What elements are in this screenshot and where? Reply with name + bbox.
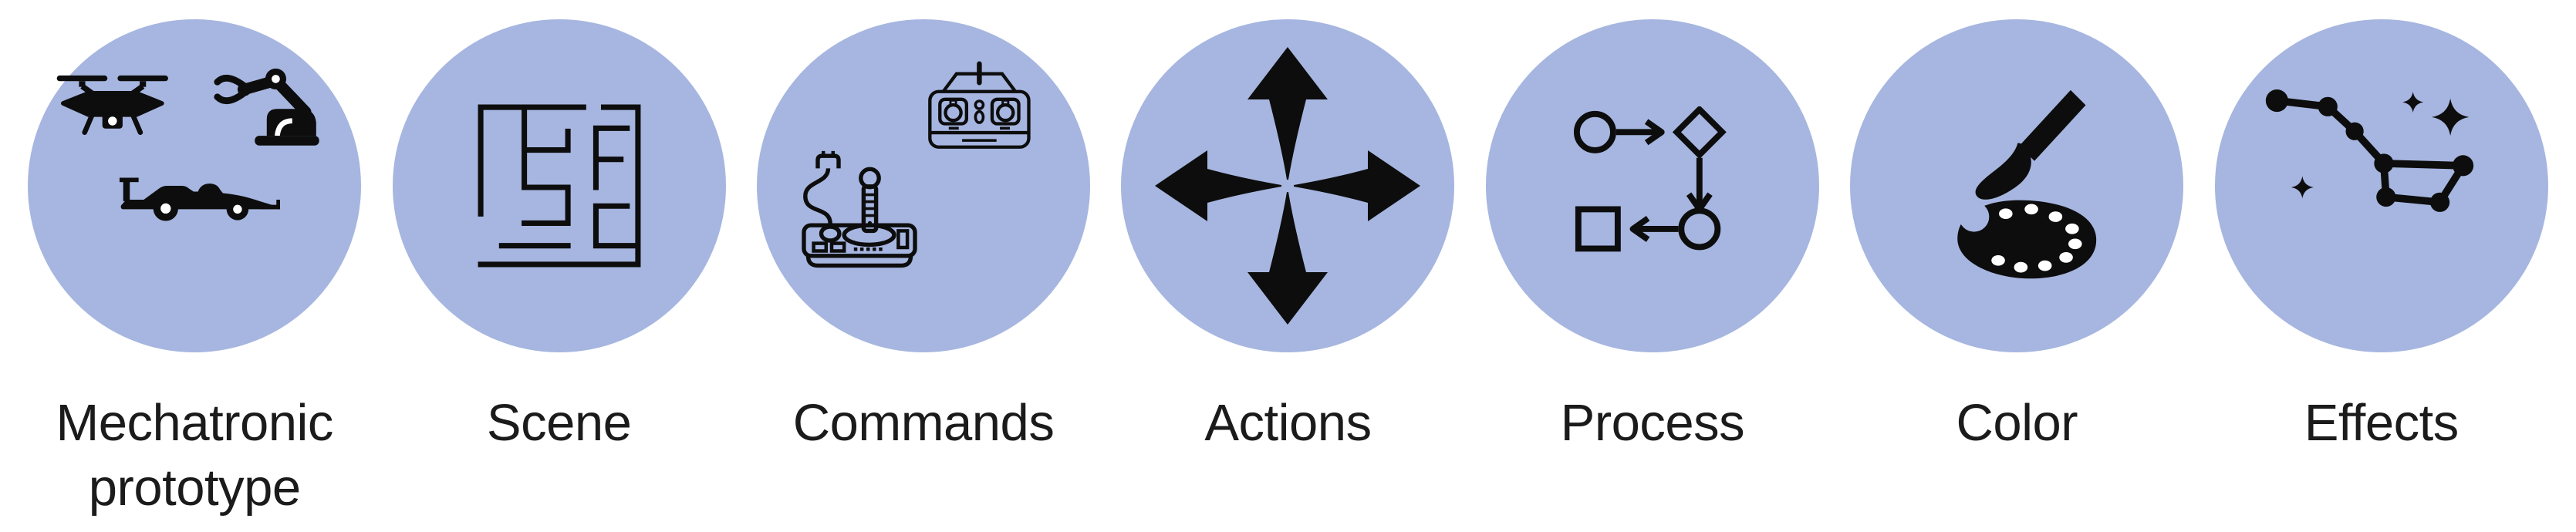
maze-icon xyxy=(478,104,641,268)
robot-arm-icon xyxy=(214,68,319,146)
rc-controller-icon xyxy=(928,61,1031,149)
step-label: Color xyxy=(1956,394,2078,452)
flowchart-icon xyxy=(1573,106,1727,252)
sparkle-small-left xyxy=(2291,176,2314,199)
process-circle xyxy=(1485,19,1819,352)
mechatronic-icons xyxy=(56,68,319,221)
drone-icon xyxy=(56,75,169,135)
step-label: Scene xyxy=(486,394,632,452)
arrow-right xyxy=(1294,150,1421,221)
palette-brush-icon xyxy=(1957,89,2096,279)
step-scene: Scene xyxy=(376,0,741,532)
step-process: Process xyxy=(1470,0,1835,532)
step-label: Process xyxy=(1560,394,1745,452)
commands-icons xyxy=(802,61,1031,268)
sparkles-icon xyxy=(2291,91,2470,199)
sparkle-large xyxy=(2431,98,2470,136)
palette-thumb-hole xyxy=(1959,201,1990,232)
color-circle xyxy=(1850,19,2184,352)
step-label: Commands xyxy=(792,394,1055,452)
flow-start-circle xyxy=(1573,110,1616,153)
arrow-down xyxy=(1247,192,1329,325)
paint-palette-icon xyxy=(1957,200,2096,279)
step-mechatronic-prototype: Mechatronic prototype xyxy=(12,0,376,532)
effects-circle xyxy=(2214,19,2548,352)
flow-end-circle xyxy=(1678,207,1721,251)
sparkle-small-top xyxy=(2402,91,2423,113)
constellation-icon xyxy=(2265,89,2473,212)
race-car-icon xyxy=(120,177,281,221)
step-label: Mechatronic prototype xyxy=(56,394,333,517)
paintbrush-icon xyxy=(1975,89,2086,200)
arrow-left xyxy=(1155,150,1282,221)
step-actions: Actions xyxy=(1106,0,1470,532)
four-direction-arrows-icon xyxy=(1155,47,1421,325)
commands-circle xyxy=(757,19,1091,352)
arrow-up xyxy=(1247,47,1329,180)
scene-circle xyxy=(392,19,726,352)
flow-square xyxy=(1575,206,1621,252)
step-effects: Effects xyxy=(2200,0,2564,532)
joystick-icon xyxy=(802,150,917,268)
step-label: Effects xyxy=(2304,394,2460,452)
step-color: Color xyxy=(1835,0,2199,532)
flow-diamond xyxy=(1672,106,1727,160)
actions-circle xyxy=(1121,19,1455,352)
step-commands: Commands xyxy=(741,0,1106,532)
mechatronic-prototype-circle xyxy=(28,19,362,352)
step-label: Actions xyxy=(1204,394,1372,452)
